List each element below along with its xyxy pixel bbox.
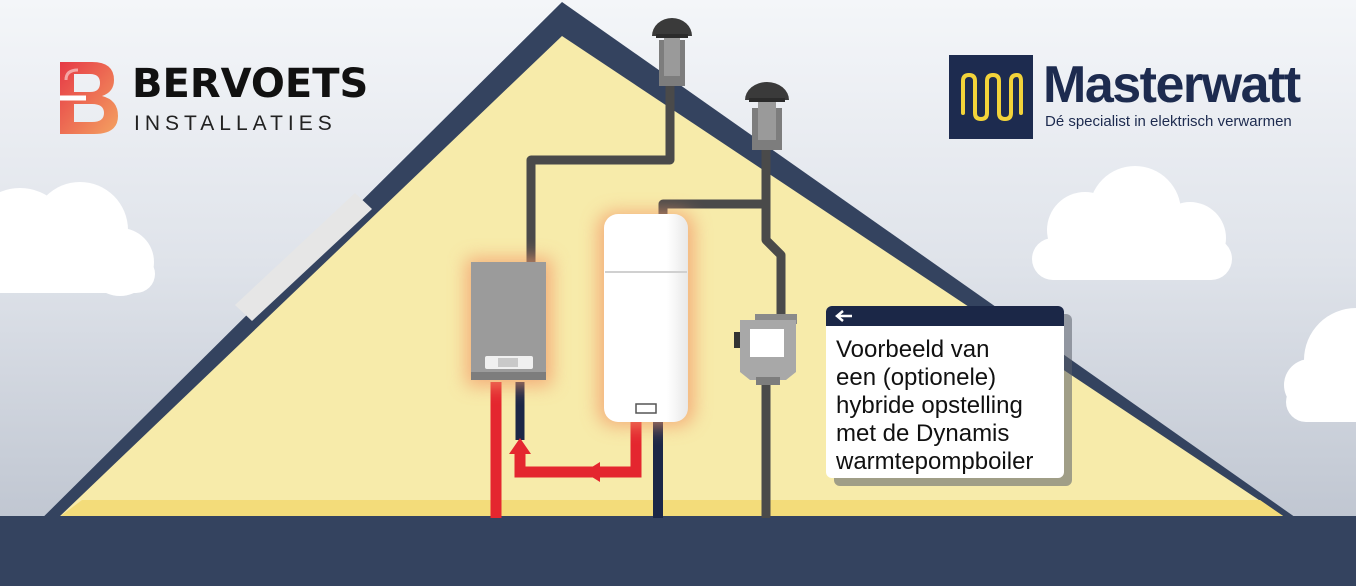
- masterwatt-name: Masterwatt: [1043, 56, 1301, 114]
- bervoets-logo: BERVOETS INSTALLATIES: [56, 58, 369, 138]
- b-monogram-icon: [60, 62, 118, 134]
- callout-header: [826, 306, 1064, 326]
- water-pipes: [490, 382, 663, 518]
- masterwatt-tagline: Dé specialist in elektrisch verwarmen: [1045, 113, 1292, 130]
- callout-text: Voorbeeld van een (optionele) hybride op…: [836, 336, 1034, 475]
- info-callout: Voorbeeld van een (optionele) hybride op…: [826, 306, 1064, 478]
- attic-floor: [0, 516, 1356, 586]
- bervoets-subtitle: INSTALLATIES: [134, 112, 337, 135]
- cloud-far-right: [1284, 308, 1356, 422]
- arrow-left-icon: [835, 310, 852, 322]
- cloud-right: [1032, 166, 1232, 280]
- flow-arrow-up: [509, 438, 531, 454]
- ventilation-ducts: [526, 60, 786, 518]
- flow-arrow-left: [584, 462, 600, 482]
- bervoets-name: BERVOETS: [132, 61, 369, 107]
- heating-wave-icon: [949, 55, 1033, 139]
- gas-boiler: [471, 262, 546, 380]
- chimney-left: [652, 18, 692, 86]
- roof-window: [235, 193, 372, 321]
- heat-pump-boiler: [604, 214, 688, 422]
- masterwatt-logo: Masterwatt Dé specialist in elektrisch v…: [949, 55, 1309, 141]
- attic-floor-strip: [58, 500, 1286, 518]
- ventilation-unit: [734, 314, 797, 385]
- cloud-left: [0, 182, 155, 296]
- chimney-right: [745, 82, 789, 150]
